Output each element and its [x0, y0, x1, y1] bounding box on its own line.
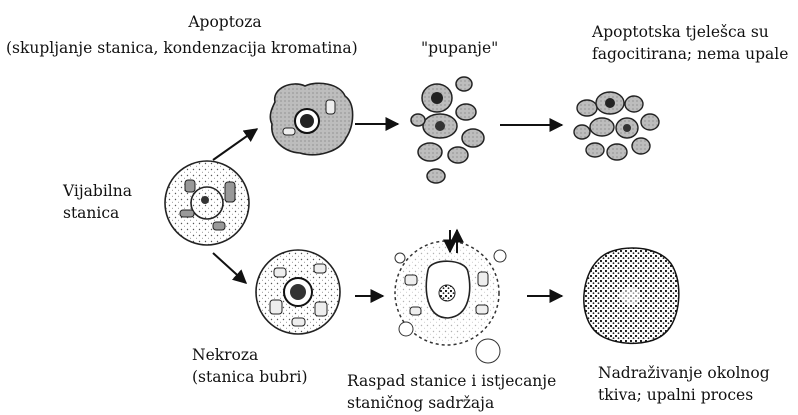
rupture-label-line1: Raspad stanice i istjecanje [347, 371, 556, 391]
inflammation-label-line1: Nadraživanje okolnog [598, 363, 770, 383]
apoptosis-title: Apoptoza [160, 12, 290, 32]
rupture-label-line2: staničnog sadržaja [347, 393, 494, 413]
swollen-cell-icon [256, 250, 340, 334]
arrow-icon [213, 253, 246, 283]
budding-label: "pupanje" [421, 38, 498, 58]
viable-cell-icon [165, 161, 249, 245]
phagocytosed-label-line2: fagocitirana; nema upale [592, 44, 788, 64]
inflammation-tissue-icon [584, 248, 679, 343]
apoptotic-bodies-icon [574, 92, 659, 160]
phagocytosed-label-line1: Apoptotska tjelešca su [592, 22, 769, 42]
necrosis-label-line1: Nekroza [192, 345, 258, 365]
necrosis-label-line2: (stanica bubri) [192, 367, 308, 387]
ruptured-cell-icon [395, 241, 506, 363]
arrow-icon [213, 129, 257, 160]
apoptosis-subtitle: (skupljanje stanica, kondenzacija kromat… [6, 38, 358, 58]
shrunken-cell-icon [270, 83, 352, 154]
viable-label-line2: stanica [63, 203, 119, 223]
inflammation-label-line2: tkiva; upalni proces [598, 385, 753, 405]
viable-label-line1: Vijabilna [63, 181, 132, 201]
apoptotic-budding-icon [411, 77, 484, 183]
